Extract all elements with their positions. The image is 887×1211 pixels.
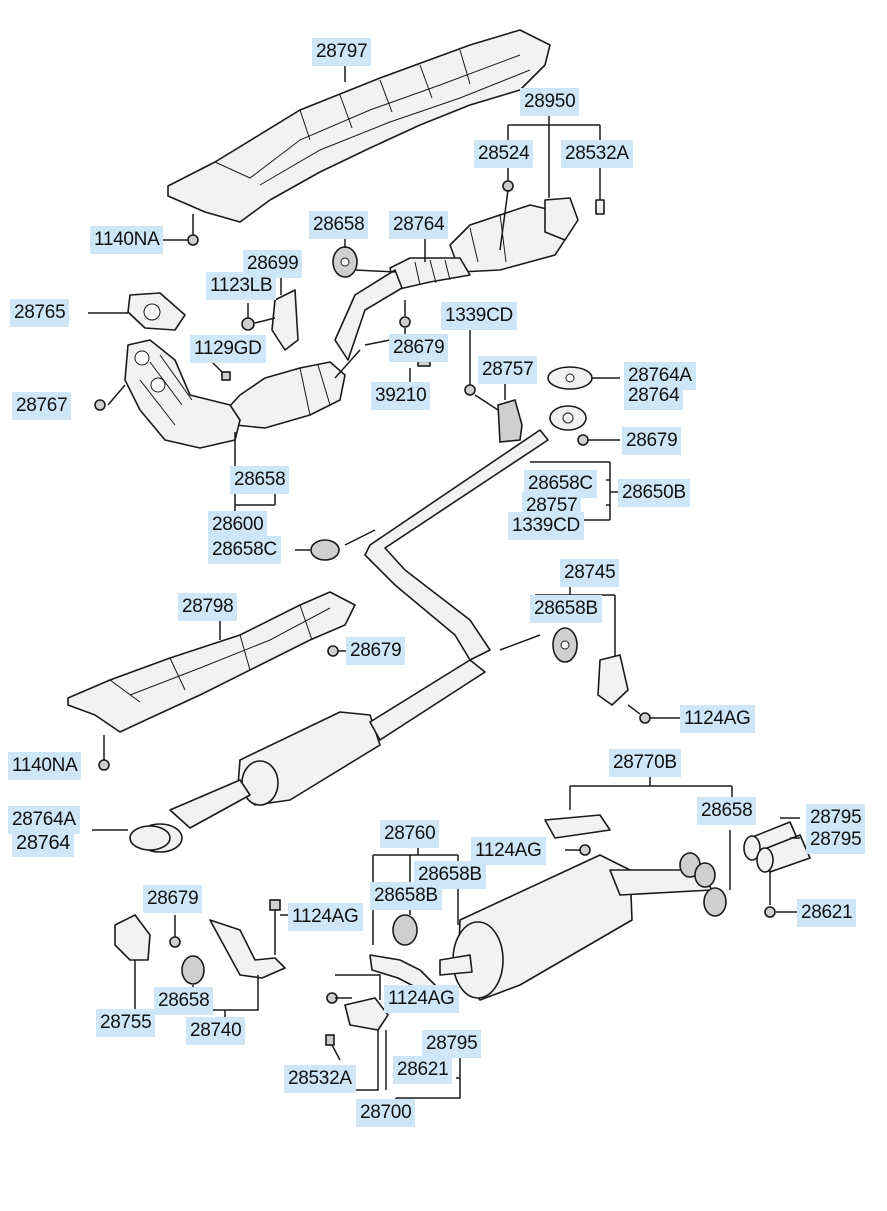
part-label-1124AG-mid: 1124AG [471,837,546,865]
rear-muffler [452,852,716,1001]
part-label-28650B: 28650B [618,479,690,507]
part-label-1129GD: 1129GD [190,335,266,363]
part-label-28658-tail: 28658 [697,797,757,825]
catalytic-converter [449,197,579,273]
part-label-1123LB: 1123LB [206,272,277,300]
part-label-28795-b: 28795 [806,826,866,854]
part-label-28658-low: 28658 [154,987,214,1015]
exhaust-manifold [124,292,241,449]
part-label-28764-right: 28764 [624,382,684,410]
part-label-1140NA-bottom: 1140NA [8,752,82,780]
lower-heat-shield [67,591,356,733]
part-label-28767: 28767 [12,392,72,420]
front-catalyst [227,361,346,429]
rubber-hanger-top [332,246,358,278]
tail-pipe-tips [743,821,811,873]
upper-heat-shield [167,29,551,223]
part-label-28740: 28740 [186,1017,246,1045]
part-label-1339CD-right: 1339CD [508,512,584,540]
part-label-28679-heat-shield: 28679 [346,637,406,665]
part-label-28795-bottom: 28795 [422,1030,482,1058]
front-pipe [334,257,471,361]
part-label-1140NA-top: 1140NA [90,226,164,254]
part-label-28765: 28765 [10,299,70,327]
part-label-39210: 39210 [371,382,431,410]
part-label-1124AG-bottom: 1124AG [384,985,459,1013]
part-label-28621-bottom: 28621 [393,1056,453,1084]
part-label-28764-top: 28764 [389,211,449,239]
part-label-28679-low: 28679 [143,885,203,913]
part-label-28950: 28950 [520,88,580,116]
part-label-28658C-left: 28658C [208,536,281,564]
part-label-28532A-top: 28532A [561,140,633,168]
part-label-28658B-right: 28658B [530,595,602,623]
part-label-1124AG-low: 1124AG [288,903,363,931]
part-label-28798: 28798 [178,593,238,621]
part-label-1339CD-top: 1339CD [441,302,517,330]
part-label-28679-right: 28679 [622,427,682,455]
part-label-28757-top: 28757 [478,356,538,384]
center-pipe [364,405,587,661]
part-label-28658-left: 28658 [230,466,290,494]
part-label-28745: 28745 [560,559,620,587]
part-label-28755: 28755 [96,1009,156,1037]
front-muffler [137,659,486,853]
part-label-28764A-right: 28764A [624,362,696,390]
hanger-bracket-28757 [497,399,523,443]
part-label-28797: 28797 [312,38,372,66]
part-label-1124AG-right: 1124AG [680,705,755,733]
part-label-28679-mid: 28679 [389,334,449,362]
part-label-28600: 28600 [208,511,268,539]
part-label-28760: 28760 [380,820,440,848]
part-label-28764-left: 28764 [12,829,75,857]
part-label-28700: 28700 [356,1099,416,1127]
part-label-28524: 28524 [474,140,534,168]
part-label-28621-right: 28621 [797,899,857,927]
part-label-28770B: 28770B [609,749,681,777]
part-label-28658B-b: 28658B [370,882,442,910]
part-label-28532A-bottom: 28532A [284,1065,356,1093]
part-label-28658-top: 28658 [309,211,369,239]
